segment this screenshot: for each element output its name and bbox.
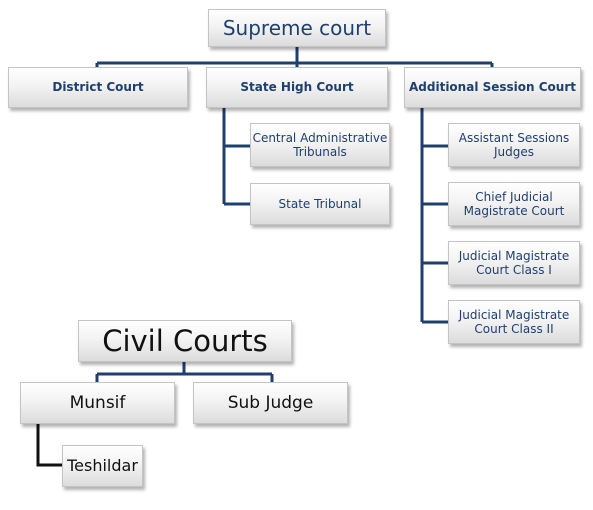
state-tribunal-label: State Tribunal <box>278 196 362 211</box>
central-admin-tribunals-label: Central Administrative Tribunals <box>252 130 388 159</box>
civil-courts-node: Civil Courts <box>78 320 292 362</box>
assistant-sessions-judges-label: Assistant Sessions Judges <box>458 130 570 159</box>
teshildar-label: Teshildar <box>67 456 138 476</box>
state-high-court-label: State High Court <box>240 80 354 95</box>
sub-judge-label: Sub Judge <box>227 392 314 413</box>
judicial-magistrate-class-2-label: Judicial Magistrate Court Class II <box>458 307 570 336</box>
judicial-magistrate-class-1-node: Judicial Magistrate Court Class I <box>448 241 580 285</box>
chief-judicial-magistrate-court-node: Chief Judicial Magistrate Court <box>448 182 580 226</box>
supreme-court-label: Supreme court <box>222 16 372 40</box>
munsif-label: Munsif <box>69 392 126 413</box>
judicial-magistrate-class-1-label: Judicial Magistrate Court Class I <box>458 248 570 277</box>
chief-judicial-magistrate-court-label: Chief Judicial Magistrate Court <box>463 189 565 218</box>
state-high-court-node: State High Court <box>206 67 388 108</box>
judicial-magistrate-class-2-node: Judicial Magistrate Court Class II <box>448 300 580 344</box>
assistant-sessions-judges-node: Assistant Sessions Judges <box>448 123 580 167</box>
sub-judge-node: Sub Judge <box>193 382 348 424</box>
connector-supreme-to-level1 <box>95 47 494 67</box>
connector-session-court-children <box>420 108 448 324</box>
central-admin-tribunals-node: Central Administrative Tribunals <box>250 123 390 167</box>
district-court-label: District Court <box>52 80 144 95</box>
connector-civil-to-children <box>95 362 274 382</box>
teshildar-node: Teshildar <box>62 445 143 487</box>
connector-munsif-to-teshildar <box>36 424 62 467</box>
additional-session-court-node: Additional Session Court <box>404 67 581 108</box>
supreme-court-node: Supreme court <box>208 9 386 47</box>
civil-courts-label: Civil Courts <box>102 323 268 358</box>
additional-session-court-label: Additional Session Court <box>409 80 576 95</box>
connector-high-court-children <box>222 108 250 206</box>
state-tribunal-node: State Tribunal <box>250 183 390 225</box>
munsif-node: Munsif <box>20 382 175 424</box>
district-court-node: District Court <box>8 67 188 108</box>
